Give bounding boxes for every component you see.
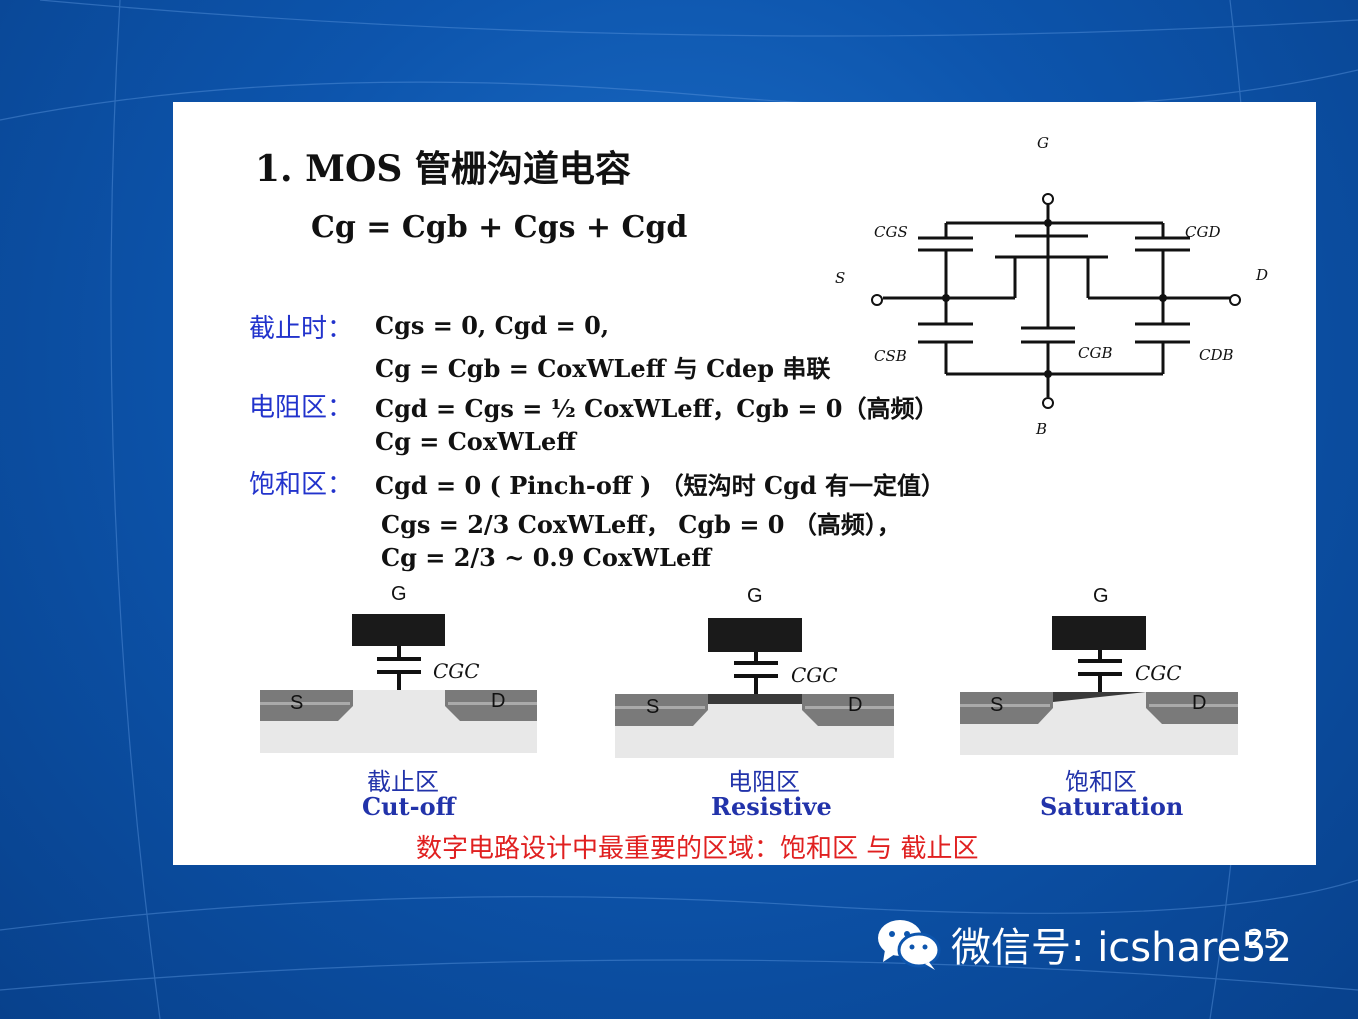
saturation-gate-label: G (1093, 585, 1109, 607)
section-label-saturation: 饱和区： (249, 470, 354, 500)
cutoff-cgc-label: CGC (433, 659, 480, 683)
resistive-caption-en: Resistive (711, 792, 832, 821)
watermark: 微信号: icshare52 (875, 915, 1292, 973)
cgs-label: CGS (874, 223, 908, 241)
cutoff-caption-en: Cut-off (362, 792, 456, 821)
cutoff-diagram (260, 614, 537, 753)
slide-number: 25 (1247, 925, 1281, 955)
slide-panel: 1. MOS 管栅沟道电容 Cg = Cgb + Cgs + Cgd 截止时： … (173, 102, 1316, 865)
saturation-line-2: Cgs = 2/3 CoxWLeff， Cgb = 0 （高频）， (381, 510, 901, 539)
saturation-line-3: Cg = 2/3 ~ 0.9 CoxWLeff (381, 543, 712, 572)
cutoff-line-2: Cg = Cgb = CoxWLeff 与 Cdep 串联 (375, 354, 831, 383)
node-d-label: D (1255, 266, 1268, 284)
saturation-d-label: D (1192, 692, 1206, 714)
saturation-cgc-label: CGC (1135, 661, 1182, 685)
resistive-diagram (615, 618, 894, 758)
summary-note: 数字电路设计中最重要的区域：饱和区 与 截止区 (416, 834, 979, 864)
saturation-line-1: Cgd = 0 ( Pinch-off ) （短沟时 Cgd 有一定值） (375, 471, 946, 500)
cgb-label: CGB (1078, 344, 1112, 362)
resistive-d-label: D (848, 694, 862, 716)
resistive-gate-label: G (747, 585, 763, 607)
node-g-label: G (1037, 134, 1049, 152)
node-b-label: B (1035, 420, 1047, 438)
node-s-label: S (835, 269, 845, 287)
cgd-label: CGD (1185, 223, 1221, 241)
resistive-cgc-label: CGC (791, 663, 838, 687)
watermark-text: 微信号: icshare52 (951, 925, 1293, 971)
saturation-caption-en: Saturation (1040, 792, 1184, 821)
cutoff-d-label: D (491, 690, 505, 712)
resistive-line-2: Cg = CoxWLeff (375, 427, 576, 456)
region-diagrams: G G G S D S D S D CGC CGC CGC (260, 583, 1238, 758)
saturation-caption-cn: 饱和区 (1065, 768, 1137, 796)
resistive-s-label: S (646, 696, 659, 718)
slide-title: 1. MOS 管栅沟道电容 (255, 148, 631, 190)
resistive-caption-cn: 电阻区 (728, 768, 800, 796)
wechat-icon (878, 920, 941, 970)
main-equation: Cg = Cgb + Cgs + Cgd (311, 210, 688, 245)
cutoff-s-label: S (290, 692, 303, 714)
csb-label: CSB (874, 347, 907, 365)
capacitance-circuit: G S D B CGS CGD CSB CGB CDB (835, 134, 1268, 438)
section-label-resistive: 电阻区： (249, 393, 354, 423)
saturation-s-label: S (990, 694, 1003, 716)
cdb-label: CDB (1199, 346, 1234, 364)
resistive-line-1: Cgd = Cgs = ½ CoxWLeff，Cgb = 0（高频） (375, 394, 939, 423)
saturation-diagram (960, 616, 1238, 755)
section-label-cutoff: 截止时： (249, 314, 354, 344)
cutoff-gate-label: G (391, 583, 407, 605)
cutoff-caption-cn: 截止区 (367, 768, 439, 796)
cutoff-line-1: Cgs = 0, Cgd = 0, (375, 311, 610, 340)
